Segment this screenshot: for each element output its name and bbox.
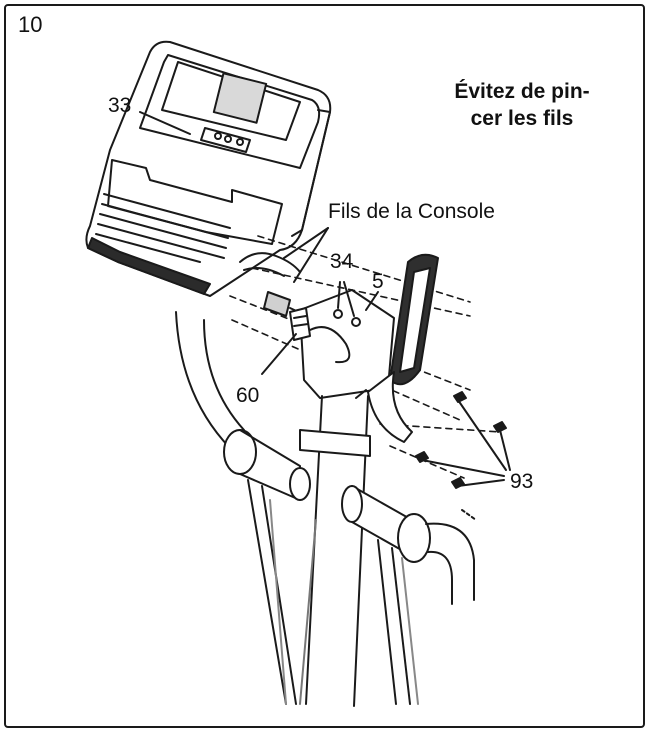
label-part-34: 34	[330, 250, 354, 273]
leader-part-5	[365, 291, 379, 311]
leader-console-wires-2	[293, 227, 329, 283]
step-number: 10	[18, 12, 43, 37]
label-part-5: 5	[372, 270, 384, 293]
leader-part-34-b	[343, 281, 355, 317]
frame-mast	[289, 289, 395, 707]
warning-line-1: Évitez de pin-	[454, 80, 590, 103]
right-handlebar	[341, 253, 477, 705]
label-part-93: 93	[510, 470, 534, 493]
label-part-33: 33	[108, 94, 132, 117]
leader-screws-1	[457, 399, 507, 471]
screws	[415, 391, 507, 489]
leader-part-33	[139, 111, 191, 135]
left-handlebar	[175, 311, 311, 705]
leader-console-wires-1	[283, 227, 329, 259]
leader-part-60	[261, 333, 297, 375]
warning-line-2: cer les fils	[470, 107, 574, 130]
leader-screws-2	[499, 429, 511, 471]
leader-part-34-a	[337, 281, 341, 309]
leader-screws-4	[457, 479, 505, 487]
console-unit	[85, 40, 332, 297]
warning-note: Évitez de pin- cer les fils	[432, 78, 612, 132]
label-part-60: 60	[236, 384, 260, 407]
leader-screws-3	[421, 459, 505, 477]
label-console-wires: Fils de la Console	[328, 200, 495, 223]
